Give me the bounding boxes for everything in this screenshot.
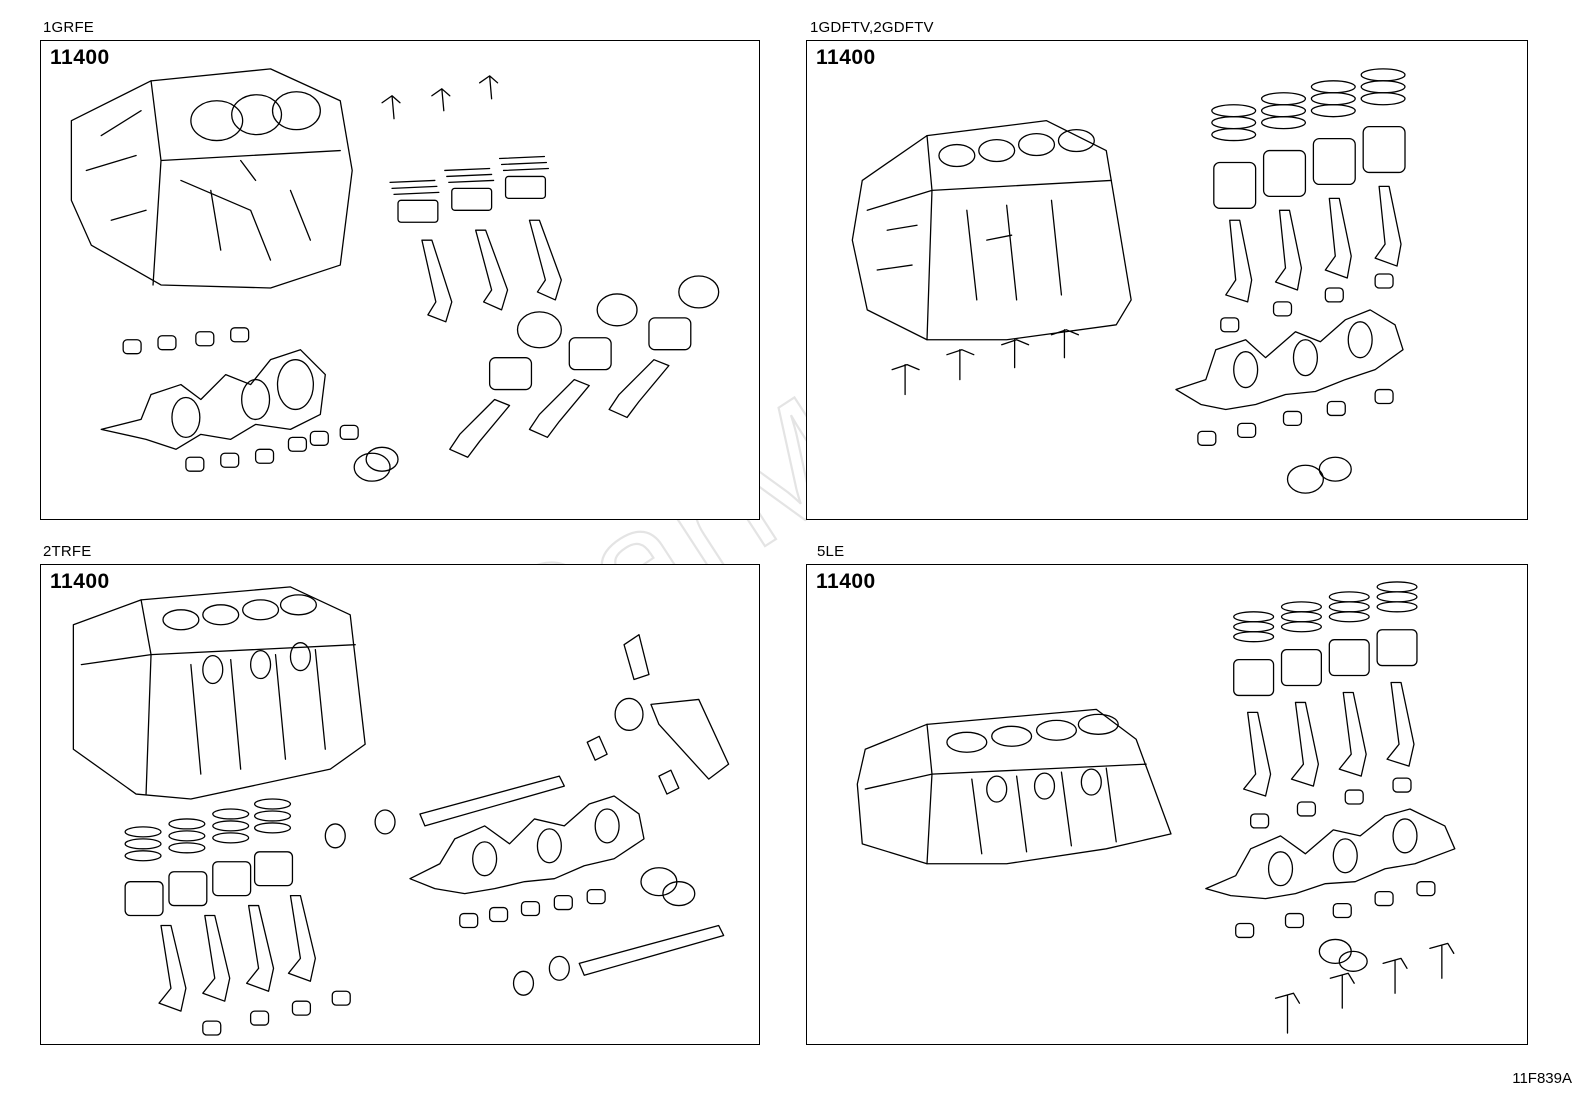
timing-chain-drawing <box>586 634 730 907</box>
connecting-rod-set-drawing <box>1243 681 1415 797</box>
connecting-rod-set-drawing <box>1225 185 1402 303</box>
part-number-1grfe: 11400 <box>50 46 110 69</box>
crankshaft-drawing <box>100 349 326 450</box>
panel-5le: 11400 <box>806 564 1528 1045</box>
panel-caption-1grfe: 1GRFE <box>43 19 95 36</box>
panel-1grfe: 11400 <box>40 40 760 520</box>
part-number-2trfe: 11400 <box>50 570 110 593</box>
piston-rod-set-lower-drawing <box>449 275 720 458</box>
bearing-set-drawing <box>202 888 606 1036</box>
cylinder-block-drawing <box>70 68 353 289</box>
exploded-view-2trfe <box>72 586 730 1036</box>
panel-1gdftv-2gdftv: 11400 <box>806 40 1528 520</box>
figure-code: 11F839A <box>1512 1070 1572 1087</box>
balance-shaft-drawing <box>324 775 725 996</box>
crankshaft-drawing <box>409 795 645 895</box>
panel-caption-1gdftv-2gdftv: 1GDFTV,2GDFTV <box>810 19 934 36</box>
cylinder-block-drawing <box>72 586 366 800</box>
bearing-set-drawing <box>1197 273 1394 494</box>
panel-caption-2trfe: 2TRFE <box>43 543 92 560</box>
connecting-rod-set-drawing <box>158 894 317 1012</box>
piston-set-drawing <box>1213 125 1406 209</box>
piston-set-drawing <box>124 851 294 917</box>
oil-jet-drawing <box>1274 942 1455 1034</box>
oil-jet-drawing <box>891 329 1080 396</box>
piston-set-drawing <box>1233 629 1418 697</box>
crankshaft-drawing <box>1175 309 1404 411</box>
exploded-view-1grfe <box>70 68 720 482</box>
exploded-view-1gdftv-2gdftv <box>851 68 1406 494</box>
piston-ring-set-drawing <box>124 798 292 862</box>
panel-2trfe: 11400 <box>40 564 760 1045</box>
piston-ring-set-drawing <box>1211 68 1406 142</box>
piston-rod-set-upper-drawing <box>389 155 562 323</box>
bearing-set-drawing <box>122 327 399 482</box>
piston-ring-set-drawing <box>1233 581 1418 643</box>
part-number-1gdftv-2gdftv: 11400 <box>816 46 876 69</box>
oil-jet-drawing <box>381 75 499 120</box>
crankshaft-drawing <box>1205 808 1456 900</box>
bearing-set-drawing <box>1235 777 1436 972</box>
cylinder-block-drawing <box>856 708 1172 865</box>
exploded-view-5le <box>856 581 1456 1034</box>
part-number-5le: 11400 <box>816 570 876 593</box>
panel-caption-5le: 5LE <box>817 543 845 560</box>
cylinder-block-drawing <box>851 120 1132 341</box>
